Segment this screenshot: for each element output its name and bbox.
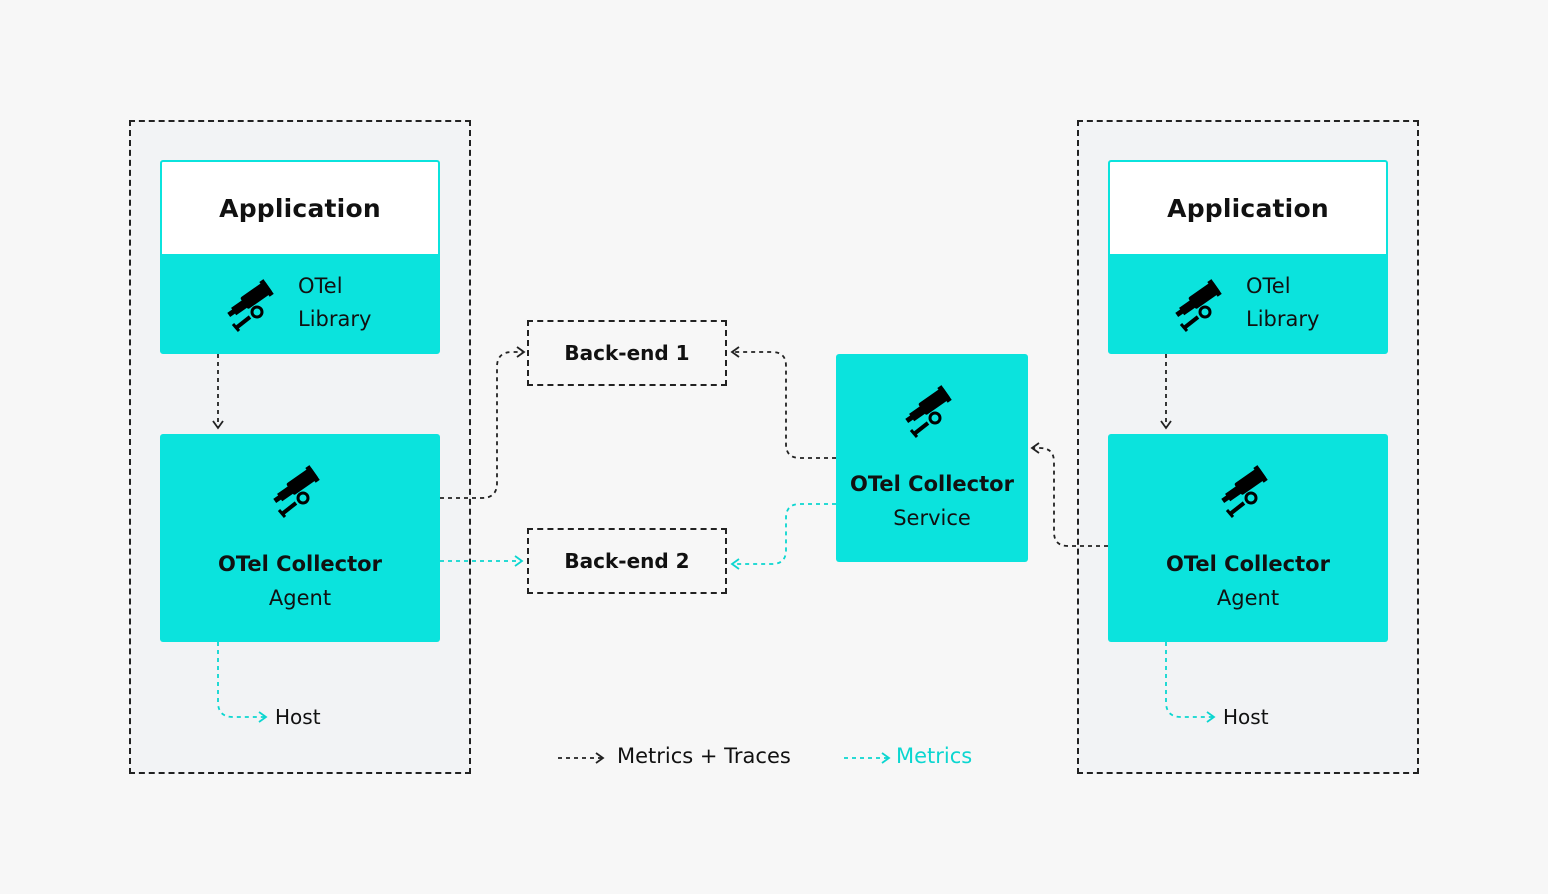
host-label-left: Host <box>275 705 321 729</box>
collector-agent-right: OTel Collector Agent <box>1108 434 1388 642</box>
telescope-icon <box>1175 279 1222 332</box>
arrow-agent-to-host-left <box>217 642 268 723</box>
arrow-agent-to-backend1 <box>440 346 526 499</box>
otel-library-label: OTel Library <box>298 270 371 336</box>
legend-metrics: Metrics <box>896 744 973 768</box>
collector-agent-left: OTel Collector Agent <box>160 434 440 642</box>
host-label-right: Host <box>1223 705 1269 729</box>
backend-2: Back-end 2 <box>527 528 727 594</box>
backend-1: Back-end 1 <box>527 320 727 386</box>
application-box-right: Application OTel Library <box>1108 160 1388 354</box>
telescope-icon <box>227 279 274 332</box>
application-title: Application <box>162 162 438 254</box>
library-label-line2: Library <box>1246 307 1320 331</box>
library-label-line1: OTel <box>298 274 343 298</box>
legend-metrics-traces: Metrics + Traces <box>617 744 791 768</box>
otel-library-area: OTel Library <box>1110 254 1386 352</box>
otel-library-area: OTel Library <box>162 254 438 352</box>
service-subtitle: Service <box>893 506 971 530</box>
telescope-icon <box>1221 465 1268 518</box>
telescope-icon <box>273 465 320 518</box>
application-box-left: Application OTel Library <box>160 160 440 354</box>
arrow-agent-to-service <box>1030 442 1108 547</box>
otel-library-label: OTel Library <box>1246 270 1319 336</box>
arrow-agent-to-host-right <box>1165 642 1216 723</box>
application-title: Application <box>1110 162 1386 254</box>
collector-service: OTel Collector Service <box>836 354 1028 562</box>
agent-title: OTel Collector <box>1166 552 1330 576</box>
arrow-service-to-backend2 <box>730 503 836 570</box>
arrow-service-to-backend1 <box>730 346 836 459</box>
agent-subtitle: Agent <box>268 586 332 610</box>
library-label-line2: Library <box>298 307 372 331</box>
agent-title: OTel Collector <box>218 552 382 576</box>
agent-subtitle: Agent <box>1216 586 1280 610</box>
telescope-icon <box>905 385 952 438</box>
service-title: OTel Collector <box>850 472 1014 496</box>
library-label-line1: OTel <box>1246 274 1291 298</box>
